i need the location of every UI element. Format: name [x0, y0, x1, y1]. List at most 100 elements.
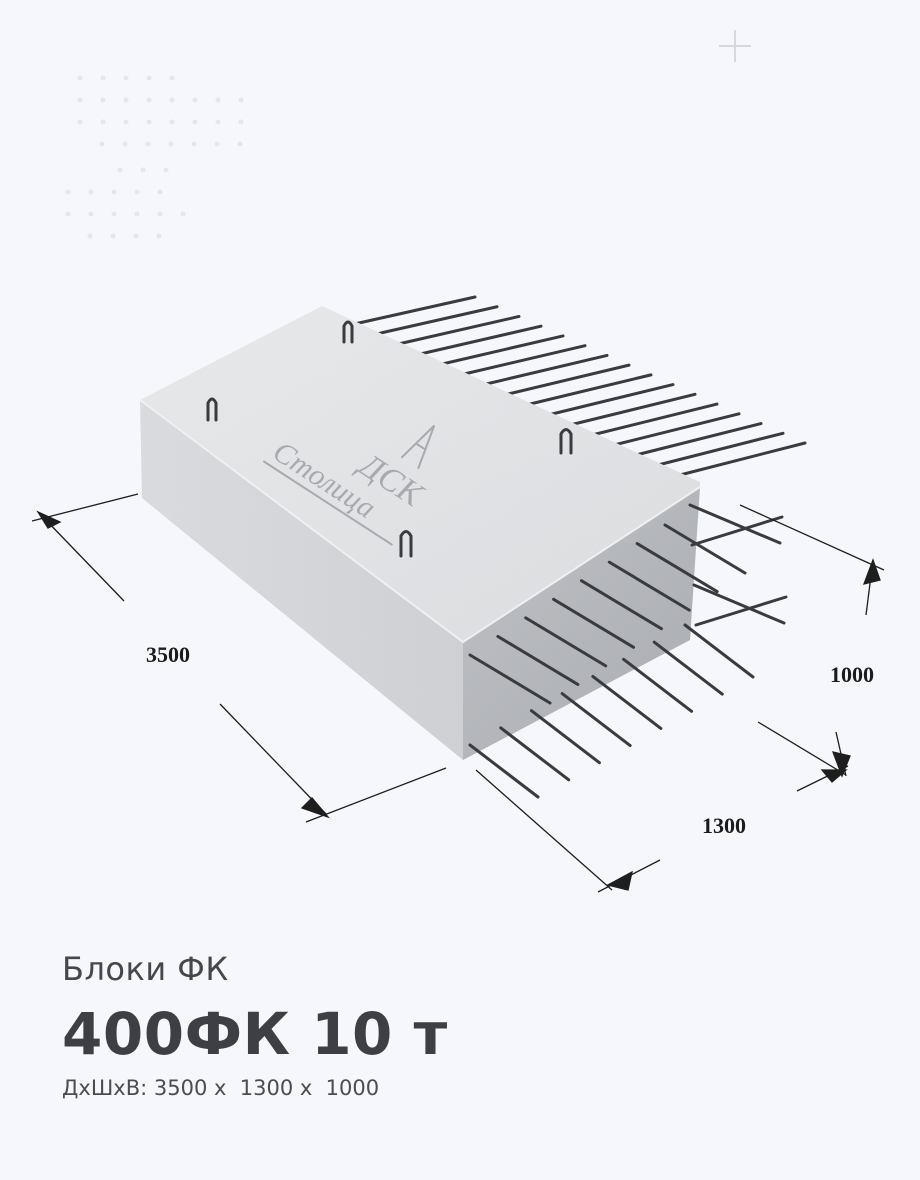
rebar-bundle-front [468, 503, 788, 799]
rebar [524, 373, 653, 407]
decor-dot [133, 233, 139, 239]
decor-dot [117, 167, 123, 173]
rebar [590, 402, 719, 437]
decor-dot [99, 141, 105, 147]
rebar [622, 657, 694, 713]
rebar [568, 392, 697, 427]
rebar [612, 412, 741, 447]
decor-dot [169, 75, 175, 81]
lifting-loop [206, 397, 218, 422]
rebar [688, 503, 782, 545]
dimension-height-label: 1000 [830, 662, 874, 687]
rebar [635, 542, 719, 594]
decor-dot [169, 97, 175, 103]
decor-dot [238, 97, 244, 103]
rebar [468, 653, 552, 705]
decor-dot [146, 75, 152, 81]
lifting-loops [206, 320, 573, 558]
rebar [560, 692, 632, 748]
decor-dot [122, 141, 128, 147]
rebar [652, 640, 724, 696]
rebar [694, 595, 788, 627]
rebar [579, 579, 663, 631]
decor-dot [157, 189, 163, 195]
rebar [499, 726, 571, 782]
rebar [524, 616, 608, 668]
decor-dot [169, 119, 175, 125]
rebar [663, 523, 747, 575]
lifting-loop [399, 530, 413, 558]
rebar-bundle-back [348, 295, 807, 477]
decor-dot [168, 141, 174, 147]
decor-dot [134, 211, 140, 217]
rebar [468, 743, 540, 799]
rebar [552, 597, 636, 649]
decor-dot [123, 119, 129, 125]
decor-dot [191, 141, 197, 147]
decor-dot [238, 119, 244, 125]
product-illustration: ДСК Столица 3500 1300 1000 [31, 30, 885, 893]
rebar [370, 305, 499, 337]
rebar [458, 344, 587, 377]
decor-dot [100, 97, 106, 103]
rebar [496, 634, 580, 686]
dimension-length-label: 3500 [146, 642, 190, 667]
rebar [678, 441, 807, 477]
rebar [683, 623, 755, 679]
lifting-loop [342, 320, 354, 344]
plus-icon [719, 30, 751, 62]
rebar [414, 324, 543, 357]
decor-dot [77, 75, 83, 81]
decor-dot [163, 167, 169, 173]
product-title: 400ФК 10 т [62, 1000, 448, 1068]
decor-dot [65, 211, 71, 217]
rebar [690, 515, 784, 547]
decor-dot [123, 75, 129, 81]
decor-dot [215, 119, 221, 125]
decor-dot [100, 119, 106, 125]
decor-dot [88, 211, 94, 217]
decor-dot [214, 141, 220, 147]
product-dimensions: ДхШхВ: 3500 х 1300 х 1000 [62, 1076, 380, 1100]
rebar [546, 383, 675, 417]
decor-dot [146, 97, 152, 103]
decor-dot [146, 119, 152, 125]
rebar [634, 422, 763, 457]
rebar [480, 353, 609, 387]
block-end-face [463, 487, 700, 760]
decor-dot [111, 211, 117, 217]
rebar [656, 431, 785, 467]
rebar [348, 295, 477, 327]
rebar [607, 560, 691, 612]
dimension-width-label: 1300 [702, 813, 746, 838]
decor-dot [237, 141, 243, 147]
decor-dot [111, 189, 117, 195]
rebar [529, 709, 601, 765]
lifting-loop [559, 428, 573, 455]
rebar [692, 583, 786, 625]
decor-dot [140, 167, 146, 173]
rebar [392, 314, 521, 347]
decor-dot [65, 189, 71, 195]
concrete-block [139, 306, 701, 760]
decor-dot [77, 119, 83, 125]
decor-dot [123, 97, 129, 103]
decor-dot [145, 141, 151, 147]
rebar [436, 334, 565, 367]
decor-dot [88, 189, 94, 195]
decor-dot [157, 211, 163, 217]
decor-dot [180, 211, 186, 217]
decor-dot [87, 233, 93, 239]
decor-dot [77, 97, 83, 103]
dimension-lines [31, 493, 885, 893]
decor-dot [110, 233, 116, 239]
rebar [591, 674, 663, 730]
dot-grid-decoration [65, 75, 244, 239]
decor-dot [192, 97, 198, 103]
decor-dot [156, 233, 162, 239]
decor-dot [215, 97, 221, 103]
decor-dot [134, 189, 140, 195]
product-category: Блоки ФК [62, 950, 229, 988]
rebar [502, 363, 631, 397]
decor-dot [192, 119, 198, 125]
